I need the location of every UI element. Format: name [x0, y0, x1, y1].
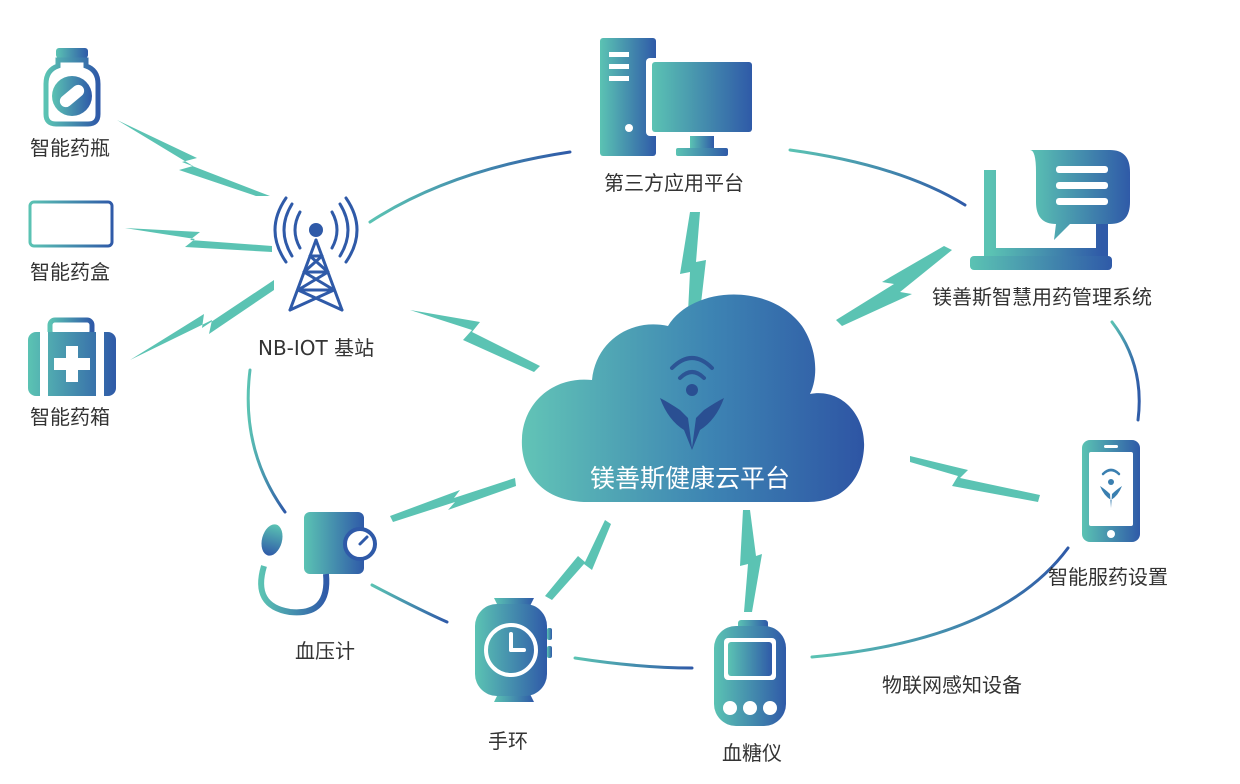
- user-signal-icon: [670, 356, 714, 380]
- signal-bolt-bp-cloud: [390, 478, 516, 522]
- glucometer-label: 血糖仪: [722, 741, 782, 765]
- signal-bolt-glucometer-cloud: [740, 510, 762, 612]
- cloud-shape: [521, 294, 865, 502]
- cloud-title: 镁善斯健康云平台: [590, 464, 791, 493]
- link-management-phone: [1110, 320, 1141, 422]
- base-station-icon: [273, 196, 359, 312]
- third-party-label: 第三方应用平台: [604, 171, 744, 195]
- iot-devices-label: 物联网感知设备: [882, 673, 1022, 697]
- link-phone-glucometer: [810, 546, 1070, 659]
- third-party-computer-icon: [600, 38, 756, 156]
- smart-bottle-icon: [43, 48, 101, 127]
- smart-box-label: 智能药盒: [30, 260, 110, 284]
- signal-bolt-management-cloud: [836, 246, 952, 326]
- smart-kit-icon: [28, 317, 116, 396]
- wireless-signals: [117, 120, 1040, 612]
- link-wristband-glucometer: [573, 656, 694, 670]
- signal-bolt-bottle: [117, 120, 270, 196]
- link-thirdparty-management: [788, 148, 967, 207]
- signal-bolt-phone-cloud: [910, 456, 1040, 502]
- management-label: 镁善斯智慧用药管理系统: [932, 285, 1152, 309]
- glucometer-icon: [714, 620, 786, 726]
- blood-pressure-label: 血压计: [295, 639, 355, 663]
- phone-icon: [1082, 440, 1140, 542]
- link-bp-wristband: [370, 583, 449, 624]
- phone-setting-label: 智能服药设置: [1048, 565, 1168, 589]
- connection-lines: [246, 148, 1141, 670]
- signal-bolt-kit: [130, 280, 274, 360]
- signal-bolt-thirdparty-cloud: [680, 212, 706, 312]
- base-station-antenna: [309, 223, 323, 237]
- signal-bolt-box: [125, 228, 272, 252]
- blood-pressure-icon: [258, 512, 377, 616]
- link-basestation-bp: [246, 368, 287, 514]
- management-laptop-icon: [970, 150, 1130, 270]
- signal-bolt-wristband-cloud: [545, 520, 611, 600]
- wristband-label: 手环: [488, 729, 528, 753]
- link-basestation-thirdparty: [368, 150, 572, 224]
- wristband-icon: [475, 598, 552, 702]
- smart-box-icon: [28, 200, 114, 248]
- health-cloud-platform: [521, 294, 865, 502]
- smart-bottle-label: 智能药瓶: [30, 136, 110, 160]
- user-signal-head: [686, 384, 698, 396]
- signal-bolt-basestation-cloud: [410, 310, 540, 372]
- base-station-label: NB-IOT 基站: [258, 336, 375, 360]
- smart-kit-label: 智能药箱: [30, 405, 110, 429]
- user-signal-body: [660, 398, 724, 450]
